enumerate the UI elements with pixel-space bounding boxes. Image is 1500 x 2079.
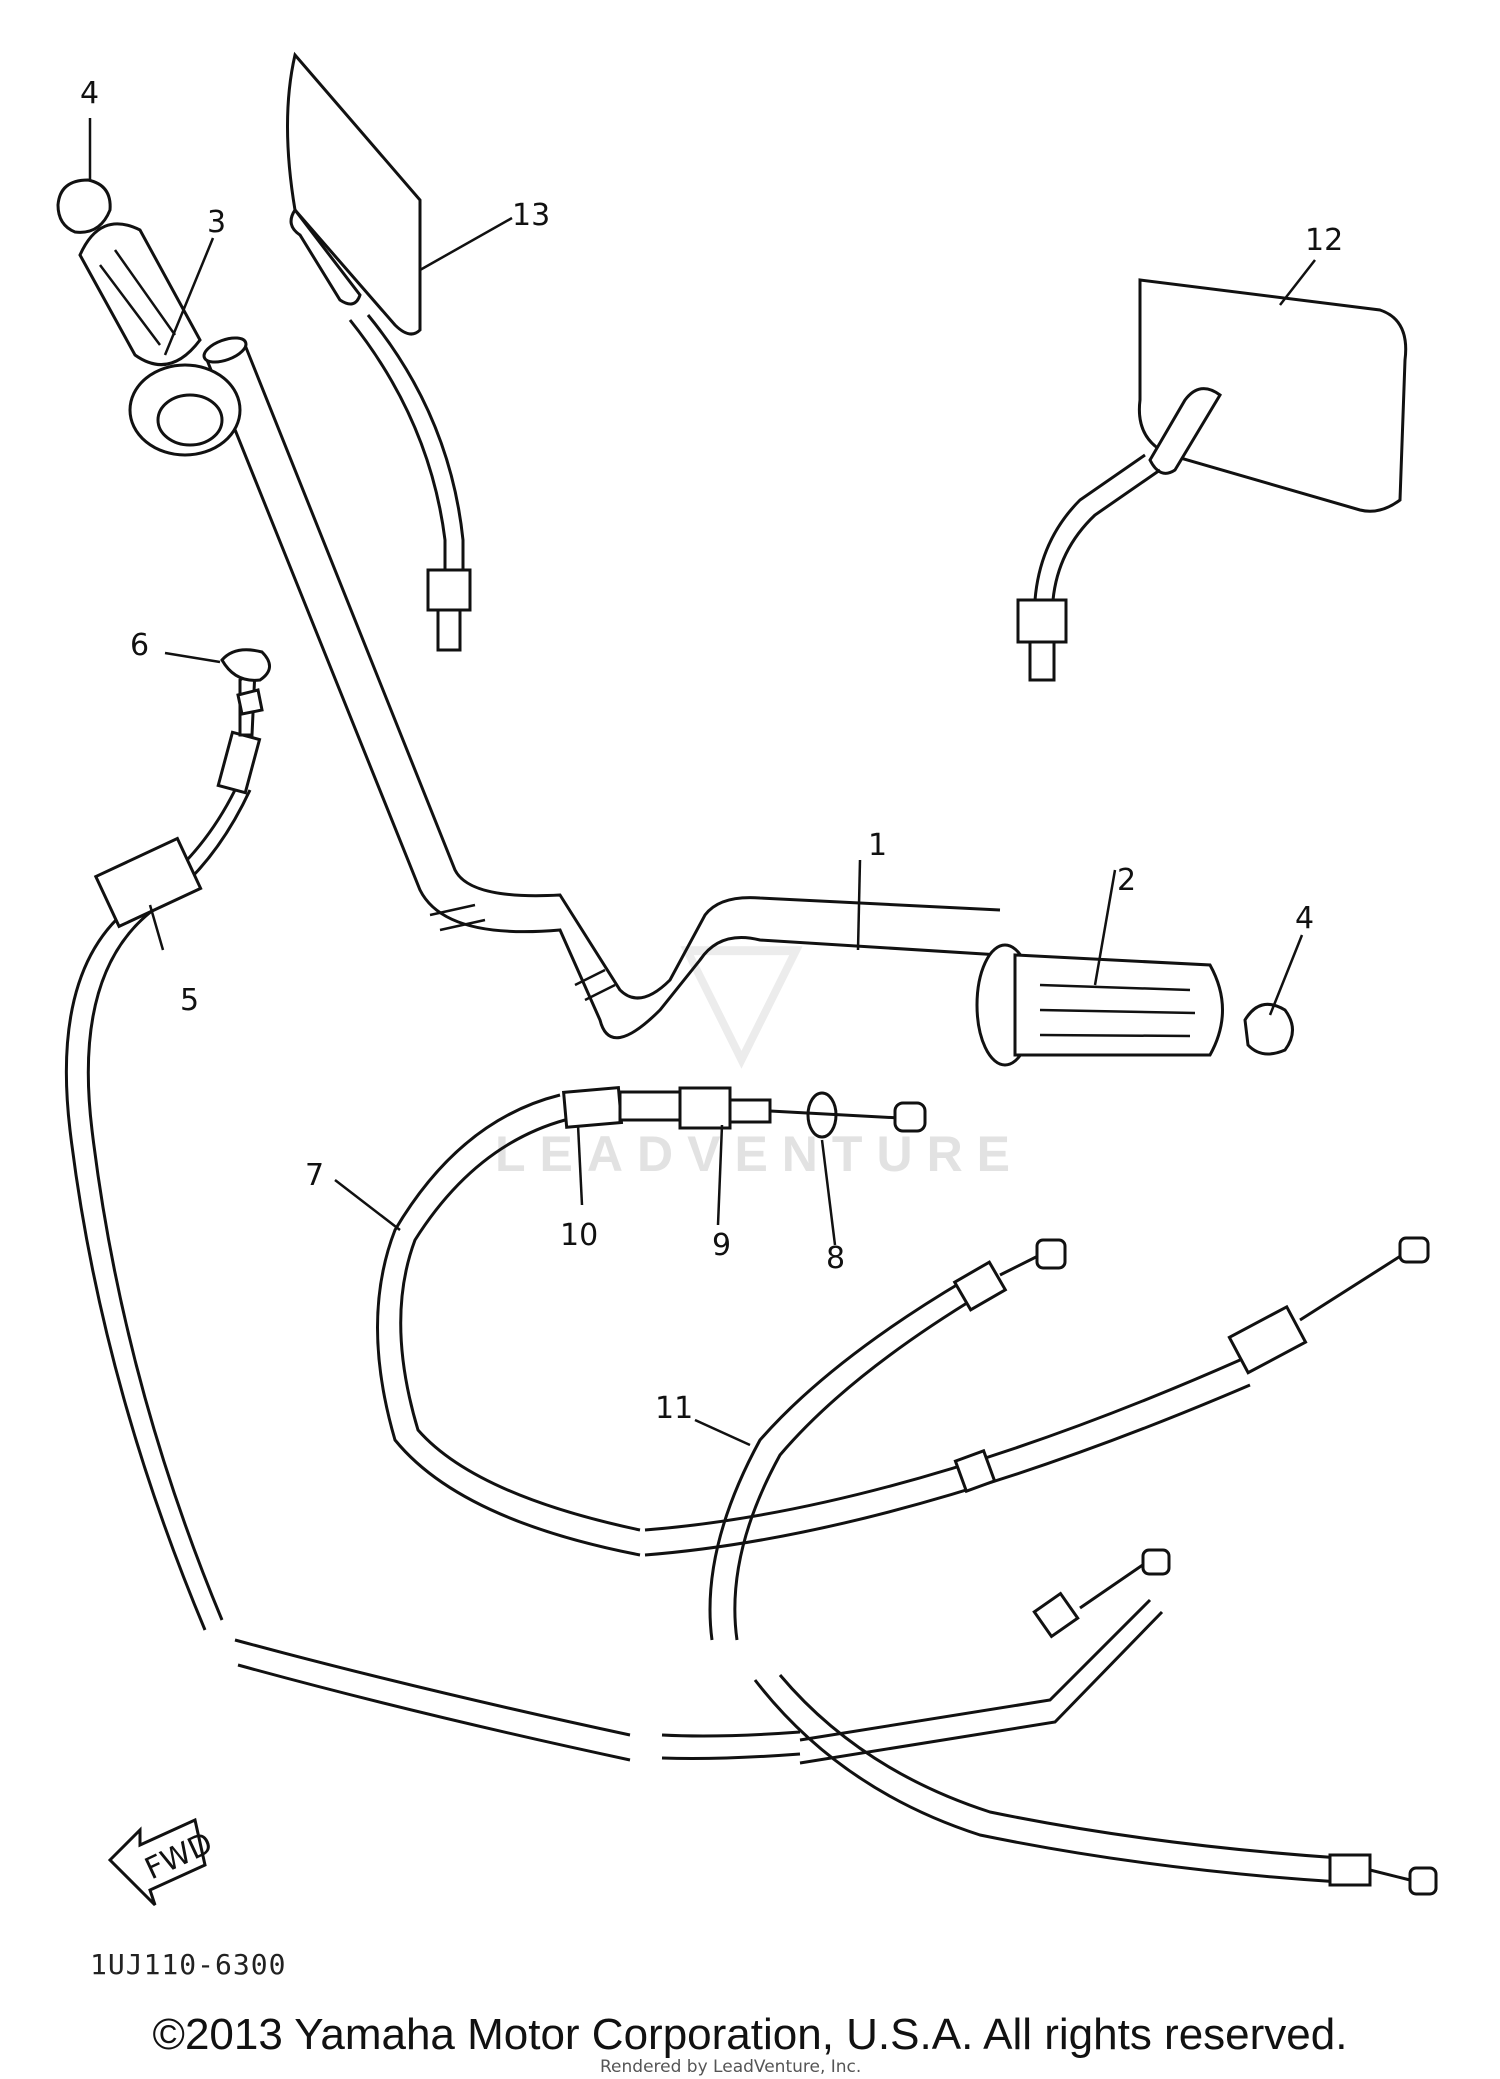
callout-9: 9 [712, 1228, 731, 1263]
handlebar-part[interactable] [201, 333, 1001, 1040]
callout-5: 5 [180, 983, 199, 1018]
brake-cable-part[interactable] [644, 1236, 1430, 1641]
callout-8: 8 [826, 1241, 845, 1276]
callout-7: 7 [305, 1158, 324, 1193]
callout-3: 3 [207, 205, 226, 240]
clutch-cable-part[interactable] [376, 1085, 682, 1557]
right-grip-part[interactable] [975, 943, 1224, 1067]
throttle-cable-part[interactable] [64, 667, 262, 1631]
callout-6: 6 [130, 628, 149, 663]
copyright-notice: ©2013 Yamaha Motor Corporation, U.S.A. A… [152, 2010, 1348, 2059]
callout-10: 10 [560, 1218, 598, 1253]
adjuster-nut-part[interactable] [769, 1091, 927, 1139]
left-grip-part[interactable] [78, 222, 242, 457]
adjuster-part[interactable] [678, 1086, 732, 1130]
right-mirror-part[interactable] [1016, 278, 1408, 682]
lower-right-cable-part[interactable] [753, 1548, 1438, 1896]
left-mirror-part[interactable] [286, 51, 472, 652]
cable-holder-part[interactable] [220, 648, 271, 716]
callout-12: 12 [1305, 223, 1343, 258]
callout-4-left: 4 [80, 76, 99, 111]
diagram-code: 1UJ110-6300 [90, 1948, 287, 1981]
lower-cable-part[interactable] [234, 1638, 801, 1762]
right-bar-end-cap-part[interactable] [1243, 1002, 1294, 1056]
callout-4-right: 4 [1295, 901, 1314, 936]
left-bar-end-cap-part[interactable] [56, 178, 112, 234]
callout-1: 1 [868, 828, 887, 863]
callout-2: 2 [1117, 863, 1136, 898]
callout-13: 13 [512, 198, 550, 233]
watermark-logo-icon: ▽ [680, 900, 804, 1087]
locknut-part[interactable] [728, 1098, 772, 1124]
callout-11: 11 [655, 1391, 693, 1426]
forward-direction-icon [107, 1817, 207, 1907]
rendered-by-note: Rendered by LeadVenture, Inc. [600, 2057, 862, 2077]
